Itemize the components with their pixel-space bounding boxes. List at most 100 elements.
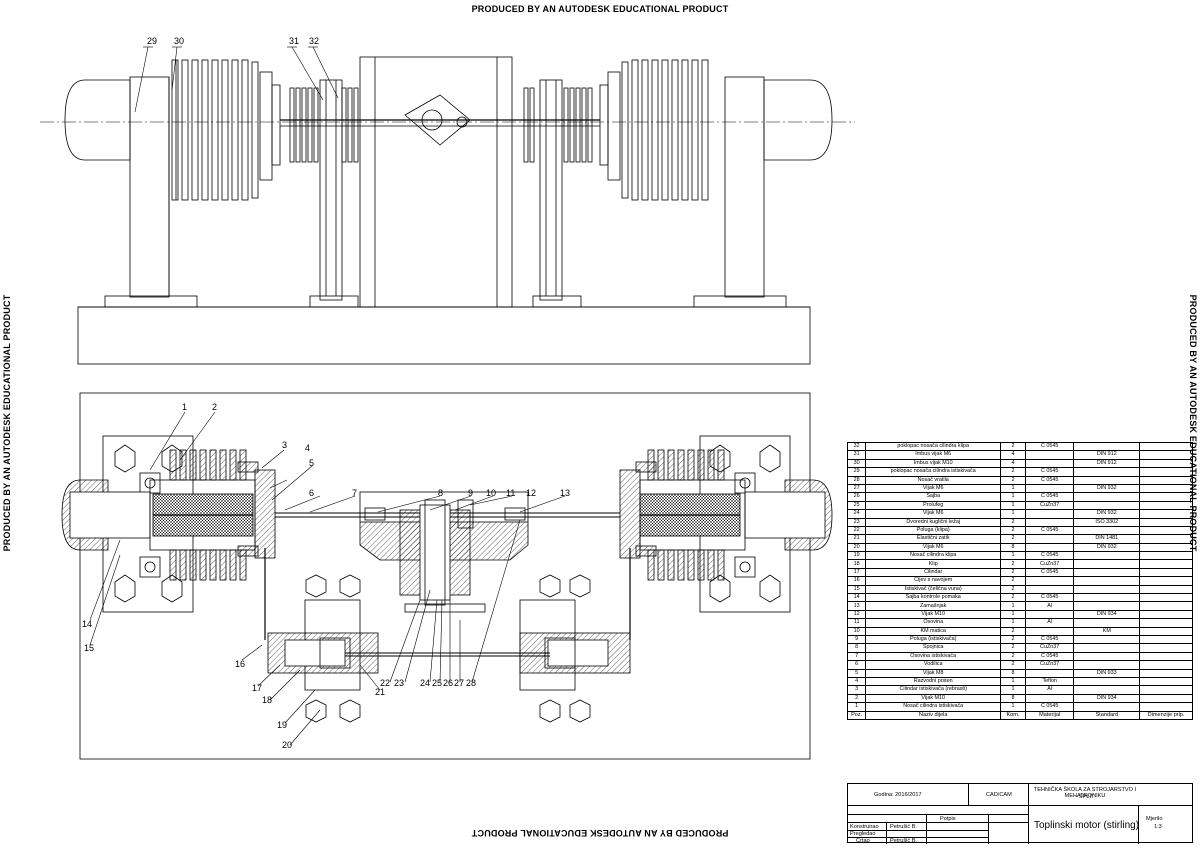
bom-cell-name: Nosač cilindra istiskivača [865,702,1002,712]
bom-cell-std [1073,685,1141,695]
tb-konstruirao-label: Konstruirao [850,824,879,830]
plan-view [61,392,833,760]
bom-cell-poz: 32 [846,441,867,452]
callout-16: 16 [235,659,245,669]
callout-17: 17 [252,683,262,693]
bom-cell-dim [1139,601,1193,611]
tb-crtao-name: Petrušić B. [890,838,918,844]
bom-cell-name: Osovina istiskivača [865,651,1002,662]
bom-cell-name: Imbus vijak M6 [865,450,1002,460]
bom-cell-poz: 29 [846,467,867,477]
bom-cell-mat [1024,668,1075,678]
bom-cell-poz: 26 [846,492,867,502]
callout-25: 25 [432,678,442,688]
bom-cell-dim [1139,509,1193,519]
callout-28: 28 [466,678,476,688]
callout-13: 13 [560,488,570,498]
callout-20: 20 [282,740,292,750]
bom-cell-dim [1139,467,1193,477]
bom-cell-dim [1139,567,1193,578]
bom-cell-std: DIN 933 [1073,668,1141,678]
bom-cell-std [1073,525,1141,536]
leader-lines [89,46,566,746]
bom-cell-dim [1139,593,1193,603]
callout-3: 3 [282,440,287,450]
bom-cell-poz: 4 [846,676,867,687]
bom-cell-name: Dvoredni kuglični ležaj [865,517,1002,527]
bom-cell-poz: 2 [846,693,867,704]
callout-23: 23 [394,678,404,688]
bom-cell-kom: 2 [1000,576,1026,586]
right-cylinder-head [763,79,833,161]
bom-cell-kom: 4 [1000,450,1026,460]
bom-cell-mat [1024,534,1075,544]
bom-cell-poz: 28 [846,475,867,485]
bom-cell-kom: 1 [1000,492,1026,502]
bom-cell-name: Elastični zatik [865,534,1002,544]
bom-cell-name: Nosač cilindra klipa [865,551,1002,561]
bom-cell-name: poklopac nosača cilindra klipa [865,441,1002,452]
bom-cell-kom: 1 [1000,609,1026,620]
bom-cell-std: DIN 932 [1073,542,1141,553]
bom-cell-kom: 2 [1000,626,1026,637]
callout-1: 1 [182,402,187,412]
bom-cell-mat: Č 0545 [1024,651,1075,662]
bom-cell-dim [1139,525,1193,536]
bom-cell-dim [1139,483,1193,494]
bom-cell-mat [1024,693,1075,704]
bom-cell-std [1073,702,1141,712]
bom-cell-std: DIN 932 [1073,509,1141,519]
bom-cell-poz: 19 [846,551,867,561]
bom-cell-std [1073,567,1141,578]
bom-cell-poz: 8 [846,643,867,653]
bom-cell-mat [1024,576,1075,586]
bom-cell-mat [1024,509,1075,519]
bom-cell-name: Sajba kontrole pomaka [865,593,1002,603]
bom-cell-name: Spojnica [865,643,1002,653]
tb-year: Godina: 2016/2017 [874,792,922,798]
bom-cell-mat: Č 0545 [1024,551,1075,561]
bom-cell-kom: 2 [1000,475,1026,485]
tb-konstruirao-name: Petrušić B. [890,824,918,830]
bom-cell-kom: 2 [1000,559,1026,569]
bom-cell-dim [1139,458,1193,469]
bom-cell-dim [1139,559,1193,569]
bom-cell-poz: 17 [846,567,867,578]
bom-cell-kom: 8 [1000,542,1026,553]
callout-30: 30 [174,36,184,46]
callout-21: 21 [375,687,385,697]
bom-cell-dim [1139,660,1193,670]
bom-cell-kom: 2 [1000,634,1026,645]
bom-cell-poz: 23 [846,517,867,527]
bom-cell-std [1073,576,1141,586]
bom-cell-dim [1139,576,1193,586]
title-block: Godina: 2016/2017 CAD/CAM TEHNIČKA ŠKOLA… [847,783,1193,844]
elevation-view [40,56,855,365]
bom-cell-poz: 6 [846,660,867,670]
bom-cell-mat: CuZn37 [1024,500,1075,511]
callout-14: 14 [82,619,92,629]
bom-cell-kom: 2 [1000,643,1026,653]
callout-18: 18 [262,695,272,705]
bom-cell-mat [1024,584,1075,595]
bom-cell-mat: Č 0545 [1024,567,1075,578]
bom-cell-std [1073,559,1141,569]
bom-cell-kom: 2 [1000,517,1026,527]
bom-cell-dim [1139,668,1193,678]
bom-cell-dim [1139,441,1193,452]
bom-cell-std [1073,676,1141,687]
bom-cell-dim [1139,450,1193,460]
